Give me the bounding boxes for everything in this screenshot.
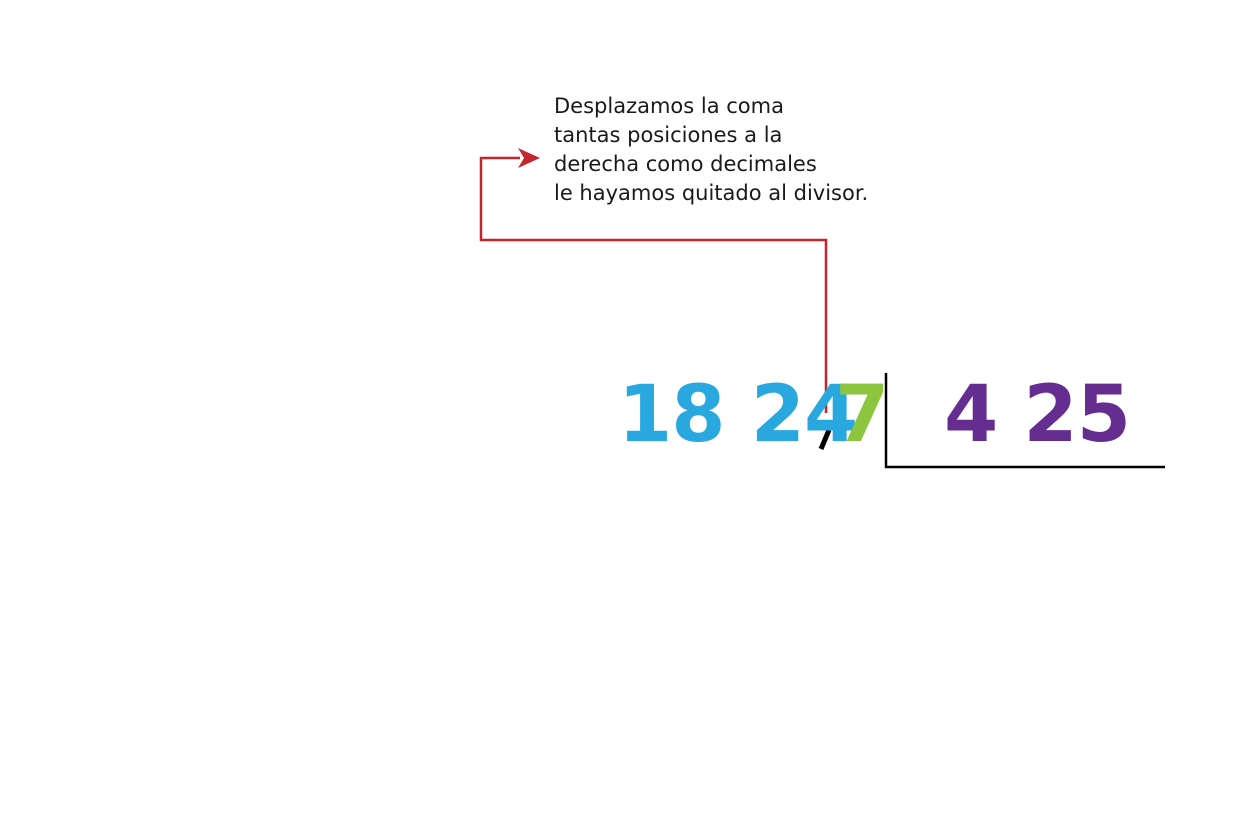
dividend-integer-part: 18 24 <box>618 370 858 460</box>
dividend-decimal-part: 7 <box>835 370 889 460</box>
annotation-line-1: Desplazamos la coma <box>554 94 784 118</box>
division-bracket <box>884 373 1165 469</box>
arrow-connector <box>479 156 828 413</box>
annotation-text: Desplazamos la coma tantas posiciones a … <box>554 92 974 208</box>
annotation-line-4: le hayamos quitado al divisor. <box>554 181 869 205</box>
arrow-head-icon <box>518 148 540 168</box>
annotation-line-2: tantas posiciones a la <box>554 123 783 147</box>
annotation-line-3: derecha como decimales <box>554 152 817 176</box>
divisor: 4 25 <box>944 370 1131 460</box>
decimal-comma <box>818 429 832 450</box>
